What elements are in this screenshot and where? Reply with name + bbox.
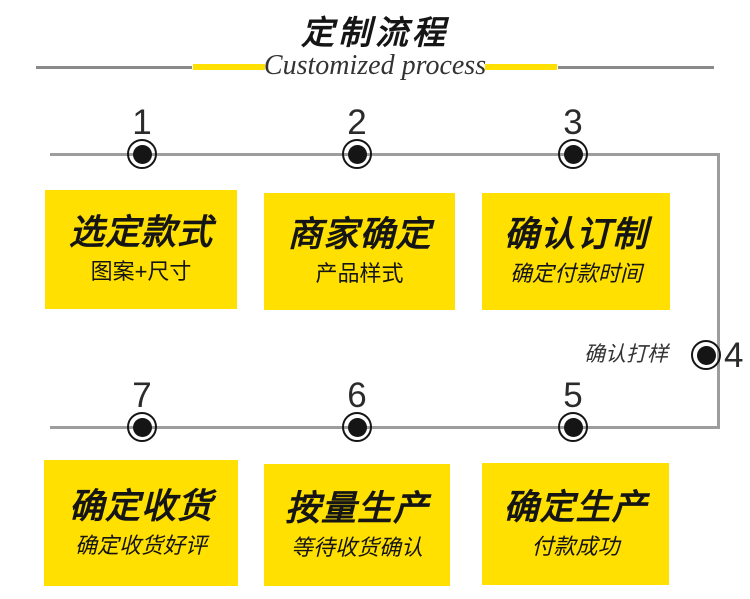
step-box-subtitle: 产品样式 <box>315 261 404 286</box>
step-box-title: 确定生产 <box>503 487 648 528</box>
step-box-title: 选定款式 <box>68 213 213 253</box>
step-marker-6 <box>342 412 372 442</box>
step-box-subtitle: 确定付款时间 <box>509 261 642 286</box>
step-dot-icon <box>347 144 367 164</box>
step-4-label: 确认打样 <box>584 343 668 366</box>
flow-line-bottom <box>50 426 720 429</box>
step-marker-5 <box>558 412 588 442</box>
step-box-subtitle: 图案+尺寸 <box>90 259 192 284</box>
step-box-title: 按量生产 <box>284 488 429 529</box>
step-box-2: 商家确定 产品样式 <box>264 193 455 310</box>
step-number-3: 3 <box>563 103 583 142</box>
step-box-5: 确定生产 付款成功 <box>482 463 669 585</box>
step-number-7: 7 <box>132 376 152 415</box>
step-number-5: 5 <box>563 376 583 415</box>
decor-yellow-bar-left <box>193 64 265 70</box>
step-dot-icon <box>132 144 152 164</box>
step-dot-icon <box>563 144 583 164</box>
step-box-7: 确定收货 确定收货好评 <box>44 460 238 586</box>
step-number-1: 1 <box>132 103 152 142</box>
step-number-4: 4 <box>724 336 744 375</box>
decor-yellow-bar-right <box>485 64 557 70</box>
step-dot-icon <box>347 417 367 437</box>
step-box-subtitle: 等待收货确认 <box>290 534 423 560</box>
step-box-title: 商家确定 <box>287 215 432 255</box>
step-box-title: 确认订制 <box>503 215 648 255</box>
step-box-subtitle: 付款成功 <box>531 533 620 559</box>
step-marker-7 <box>127 412 157 442</box>
step-box-1: 选定款式 图案+尺寸 <box>45 190 237 309</box>
step-number-6: 6 <box>347 376 367 415</box>
step-marker-1 <box>127 139 157 169</box>
step-dot-icon <box>563 417 583 437</box>
step-number-2: 2 <box>347 103 367 142</box>
decor-gray-line-right <box>558 66 714 69</box>
step-box-title: 确定收货 <box>68 486 213 527</box>
step-marker-2 <box>342 139 372 169</box>
step-box-6: 按量生产 等待收货确认 <box>264 464 450 586</box>
flow-line-vertical <box>717 153 720 429</box>
step-dot-icon <box>696 345 716 365</box>
step-dot-icon <box>132 417 152 437</box>
flow-line-top <box>50 153 720 156</box>
page-subtitle: Customized process <box>263 50 487 81</box>
step-marker-4 <box>691 340 721 370</box>
decor-gray-line-left <box>36 66 192 69</box>
page-title: 定制流程 <box>301 13 449 52</box>
step-box-3: 确认订制 确定付款时间 <box>482 193 670 310</box>
step-box-subtitle: 确定收货好评 <box>74 532 207 558</box>
step-marker-3 <box>558 139 588 169</box>
